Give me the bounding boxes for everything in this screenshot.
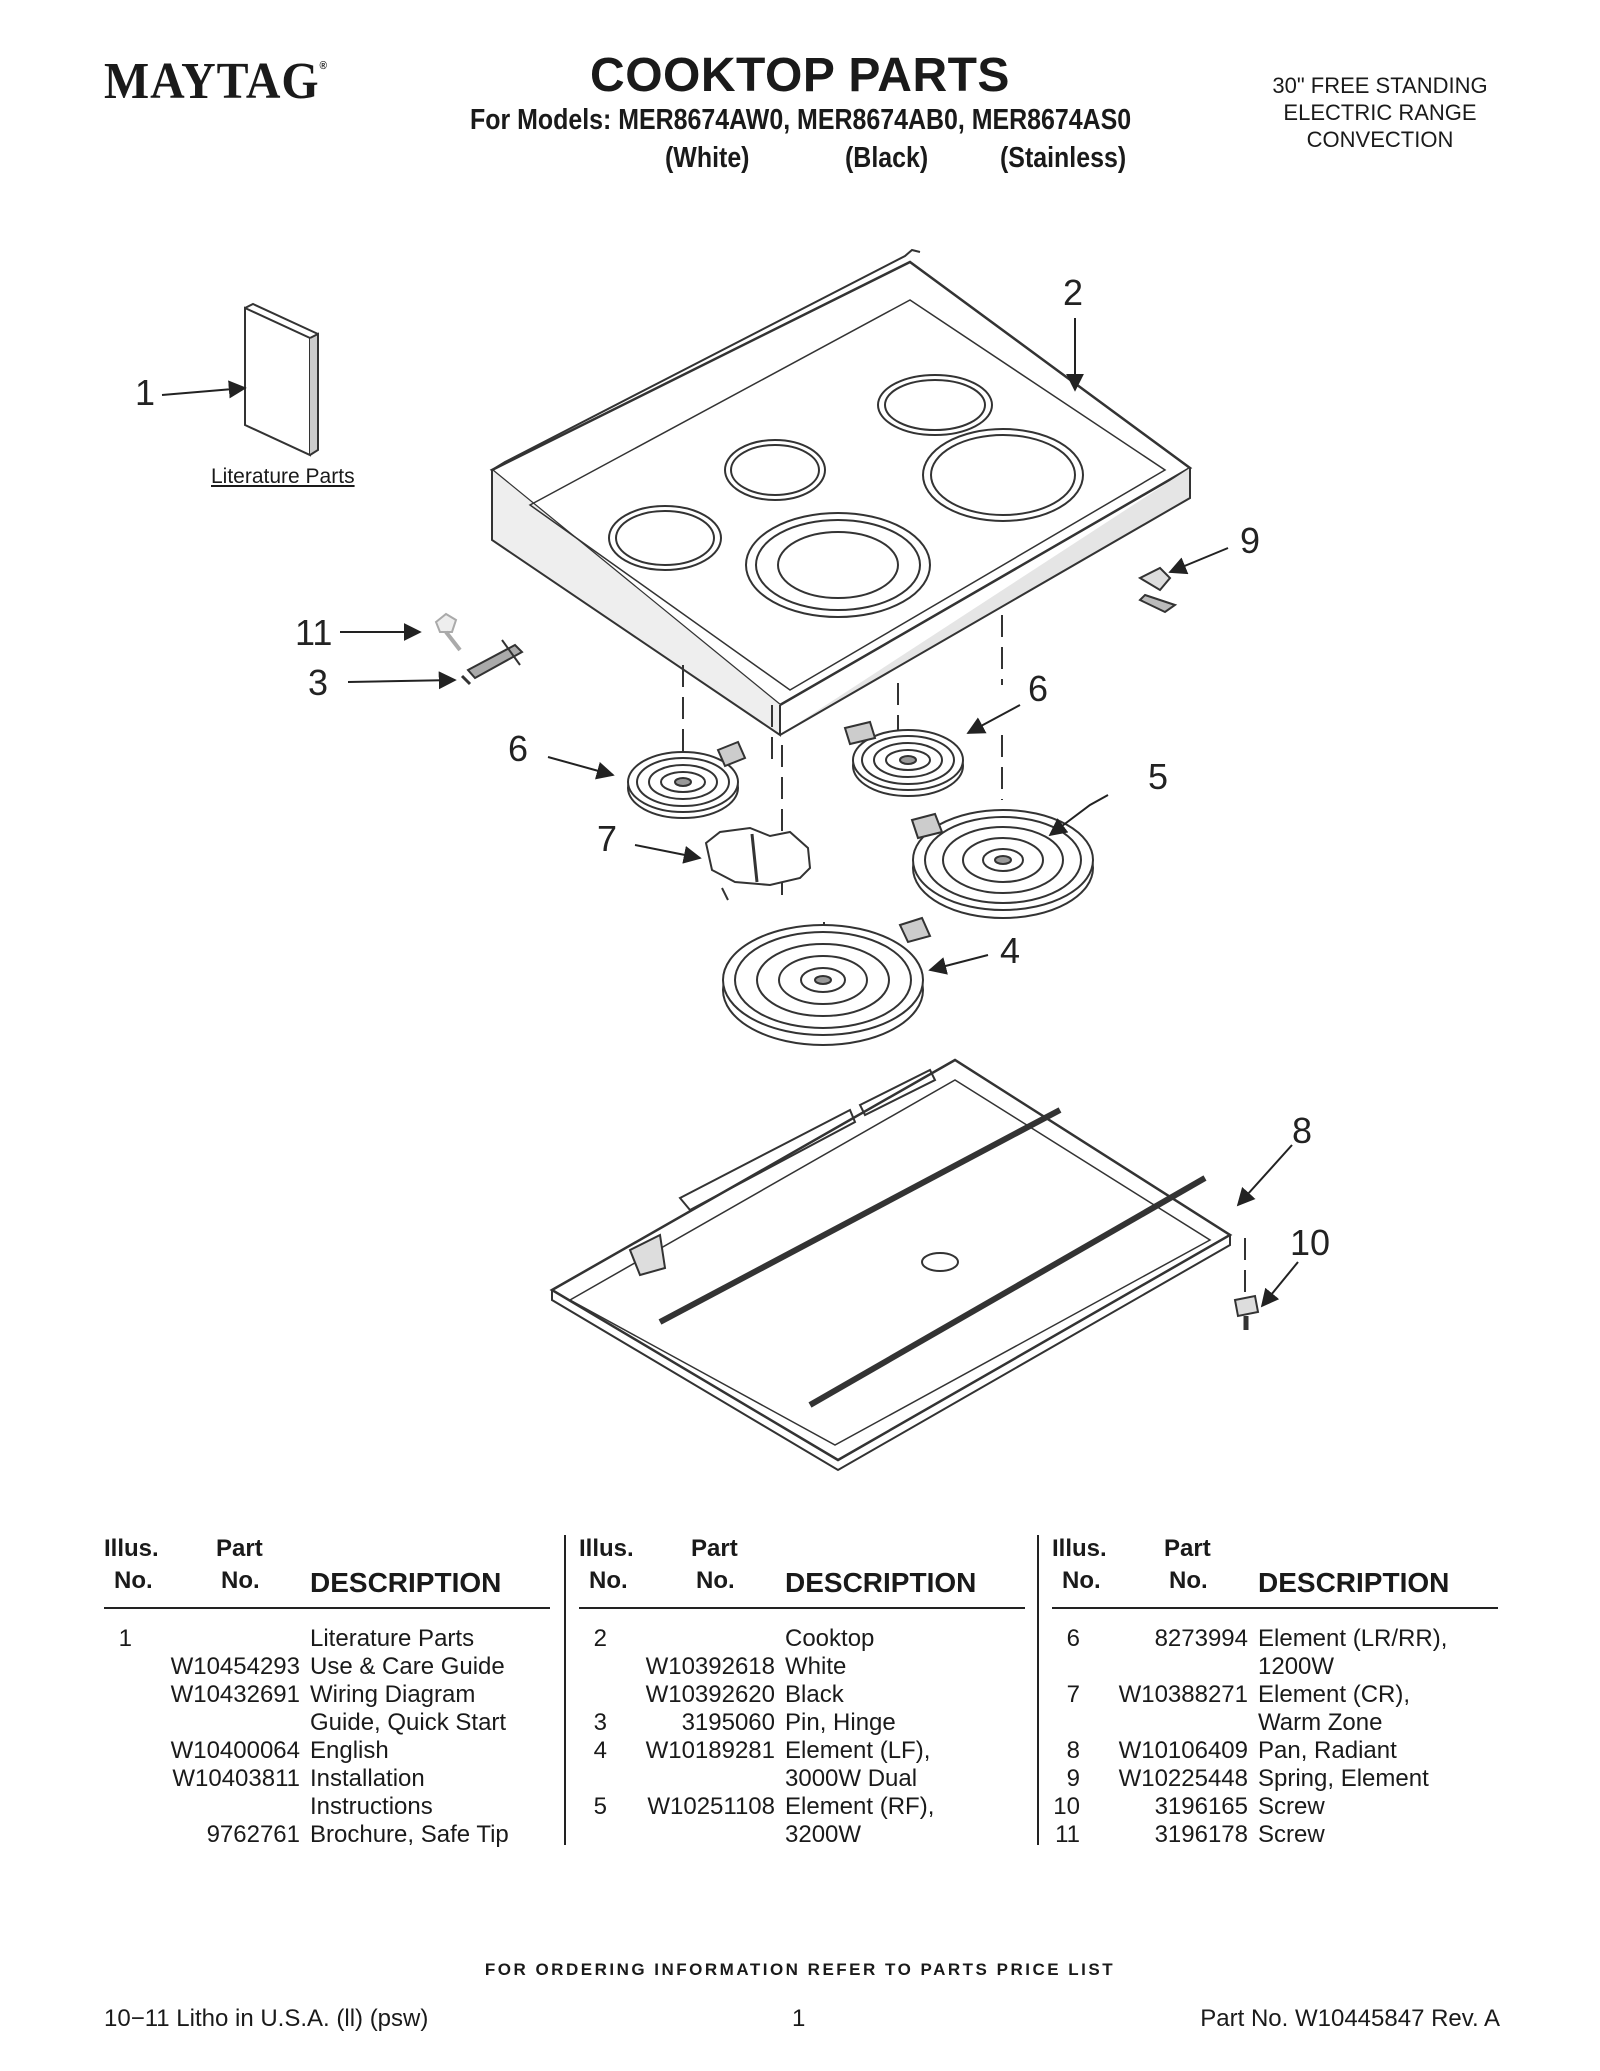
radiant-pan: [549, 1058, 1233, 1472]
page-number: 1: [792, 2005, 806, 2032]
variant-black: (Black): [845, 142, 929, 174]
literature-parts-label: Literature Parts: [211, 465, 355, 488]
callout-3: 3: [308, 662, 329, 703]
product-type: 30" FREE STANDING ELECTRIC RANGE CONVECT…: [1272, 73, 1488, 152]
table-header: Illus. No. Part No. DESCRIPTION: [1052, 1535, 1498, 1609]
cooktop-glass: [489, 248, 1193, 737]
ordering-note: FOR ORDERING INFORMATION REFER TO PARTS …: [484, 1960, 1116, 1979]
callout-2: 2: [1063, 272, 1084, 313]
literature-booklet: [244, 302, 319, 457]
callout-1: 1: [135, 372, 156, 413]
callout-11: 11: [295, 612, 333, 653]
column-divider: [564, 1535, 566, 1845]
element-spring-clip: [1137, 566, 1178, 614]
element-lr: [627, 740, 747, 819]
column-divider: [1037, 1535, 1039, 1845]
table-header: Illus. No. Part No. DESCRIPTION: [104, 1535, 550, 1609]
exploded-parts-diagram: [161, 248, 1299, 1472]
screw-10: [1233, 1294, 1260, 1330]
callout-6-left: 6: [508, 728, 529, 769]
document-part-number: Part No. W10445847 Rev. A: [1200, 2005, 1500, 2032]
models-line: For Models: MER8674AW0, MER8674AB0, MER8…: [470, 104, 1132, 136]
page-title: COOKTOP PARTS: [590, 49, 1010, 102]
callout-4: 4: [1000, 930, 1021, 971]
screw-11: [434, 612, 462, 652]
parts-table-col-2: Illus. No. Part No. DESCRIPTION: [579, 1535, 1025, 1609]
brand-logo: MAYTAG®: [104, 53, 328, 110]
parts-table-col-3: Illus. No. Part No. DESCRIPTION: [1052, 1535, 1498, 1609]
element-rr: [843, 720, 964, 797]
callout-10: 10: [1290, 1222, 1331, 1263]
callout-9: 9: [1240, 520, 1261, 561]
table-header: Illus. No. Part No. DESCRIPTION: [579, 1535, 1025, 1609]
variant-stainless: (Stainless): [1000, 142, 1127, 174]
callout-6-right: 6: [1028, 668, 1049, 709]
element-lf: [722, 916, 932, 1046]
warm-zone-element: [704, 826, 812, 901]
parts-table-col-1: Illus. No. Part No. DESCRIPTION: [104, 1535, 550, 1609]
element-rf: [910, 809, 1094, 919]
callout-8: 8: [1292, 1110, 1313, 1151]
callout-7: 7: [597, 818, 618, 859]
litho-note: 10−11 Litho in U.S.A. (ll) (psw): [104, 2005, 429, 2032]
hinge-pin: [460, 639, 524, 686]
variant-white: (White): [665, 142, 750, 174]
callout-5: 5: [1148, 756, 1169, 797]
